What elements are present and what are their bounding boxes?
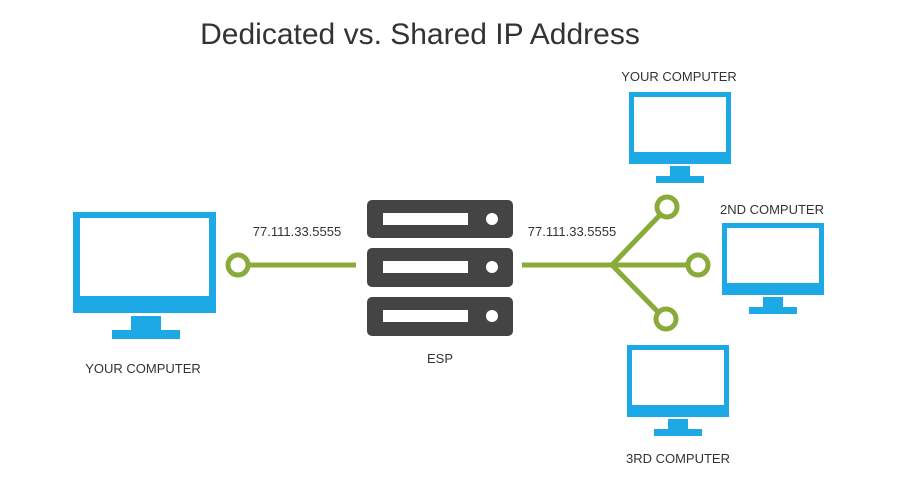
branch-node-bottom: [653, 306, 679, 332]
shared-computer-3-icon: [627, 345, 729, 436]
server-label: ESP: [427, 351, 453, 366]
shared-computer-1-icon: [629, 92, 731, 183]
shared-computer-3-label: 3RD COMPUTER: [626, 451, 730, 466]
branch-node-middle: [685, 252, 711, 278]
left-connector-node: [225, 252, 251, 278]
diagram-title: Dedicated vs. Shared IP Address: [200, 18, 640, 51]
left-computer-icon: [73, 212, 216, 339]
right-branch-connector: [522, 194, 711, 332]
left-connector: [225, 252, 356, 278]
branch-node-top: [654, 194, 680, 220]
left-computer-label: YOUR COMPUTER: [85, 361, 201, 376]
left-ip-address: 77.111.33.5555: [253, 224, 341, 239]
shared-computer-1-label: YOUR COMPUTER: [621, 69, 737, 84]
shared-computer-2-label: 2ND COMPUTER: [720, 202, 824, 217]
shared-computer-2-icon: [722, 223, 824, 314]
server-icon: [367, 200, 513, 336]
right-ip-address: 77.111.33.5555: [528, 224, 616, 239]
